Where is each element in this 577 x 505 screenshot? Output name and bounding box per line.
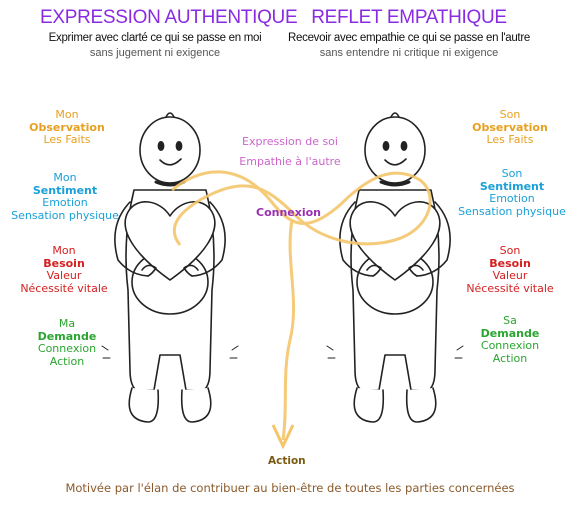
connexion-label: Connexion [256, 206, 322, 219]
empathie-label: Empathie à l'autre [239, 155, 341, 168]
right-subtitle: Recevoir avec empathie ce qui se passe e… [288, 32, 530, 44]
action-label: Action [268, 455, 306, 467]
footer-note: Motivée par l'élan de contribuer au bien… [65, 481, 515, 495]
arrowhead [271, 424, 295, 450]
left-demande-group: Ma Demande Connexion Action [37, 317, 97, 368]
right-observation-group: Son Observation Les Faits [472, 108, 548, 146]
left-person [100, 111, 240, 424]
left-title: EXPRESSION AUTHENTIQUE [40, 7, 298, 28]
left-observation-group: Mon Observation Les Faits [29, 108, 105, 146]
infinity-flow-line [171, 170, 432, 246]
left-note: sans jugement ni exigence [89, 47, 221, 59]
right-sentiment-group: Son Sentiment Emotion Sensation physique [458, 167, 566, 218]
left-besoin-group: Mon Besoin Valeur Nécessité vitale [20, 244, 108, 295]
left-subtitle: Exprimer avec clarté ce qui se passe en … [48, 32, 262, 44]
right-demande-group: Sa Demande Connexion Action [480, 314, 540, 365]
right-besoin-group: Son Besoin Valeur Nécessité vitale [466, 244, 554, 295]
right-title: REFLET EMPATHIQUE [311, 7, 507, 28]
expression-label: Expression de soi [242, 135, 338, 148]
right-note: sans entendre ni critique ni exigence [319, 47, 499, 59]
action-flow-line [281, 219, 296, 441]
left-sentiment-group: Mon Sentiment Emotion Sensation physique [11, 171, 119, 222]
